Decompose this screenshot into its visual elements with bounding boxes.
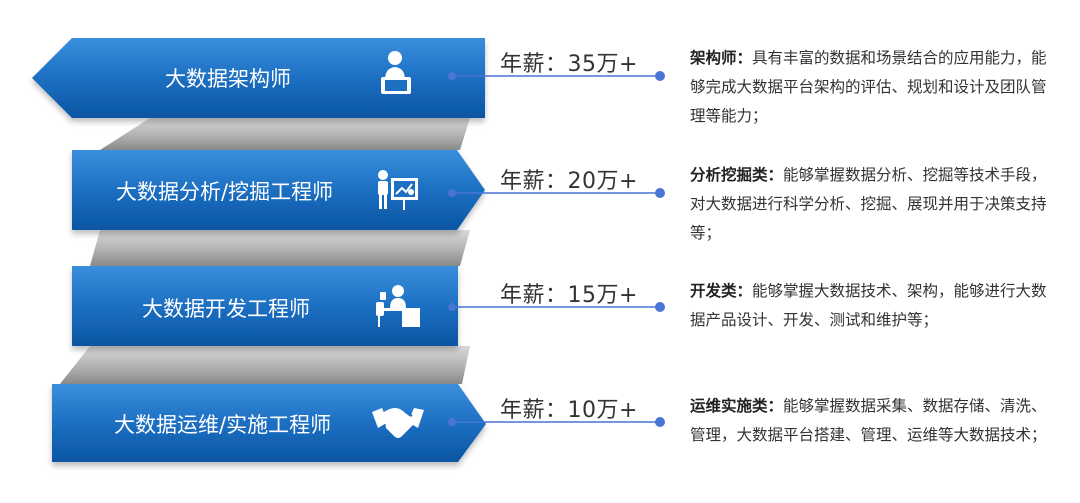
desc-body-ops: 能够掌握数据采集、数据存储、清洗、管理，大数据平台搭建、管理、运维等大数据技术； bbox=[690, 397, 1047, 444]
desc-body-developer: 能够掌握大数据技术、架构，能够进行大数据产品设计、开发、测试和维护等； bbox=[690, 282, 1047, 329]
connector-fold-3 bbox=[60, 346, 470, 384]
desk-worker-icon bbox=[376, 285, 420, 327]
presenter-laptop-icon bbox=[381, 51, 411, 94]
ribbon-ops bbox=[52, 384, 486, 462]
salary-link-4 bbox=[448, 417, 665, 427]
desc-analyst: 分析挖掘类：能够掌握数据分析、挖掘等技术手段，对大数据进行科学分析、挖掘、展现并… bbox=[690, 161, 1055, 248]
salary-link-3 bbox=[448, 302, 665, 312]
desc-head-ops: 运维实施类： bbox=[690, 397, 784, 415]
desc-body-analyst: 能够掌握数据分析、挖掘等技术手段，对大数据进行科学分析、挖掘、展现并用于决策支持… bbox=[690, 166, 1047, 242]
presentation-board-icon bbox=[378, 170, 418, 210]
desc-head-developer: 开发类： bbox=[690, 282, 753, 300]
desc-ops: 运维实施类：能够掌握数据采集、数据存储、清洗、管理，大数据平台搭建、管理、运维等… bbox=[690, 392, 1055, 450]
role-title-analyst: 大数据分析/挖掘工程师 bbox=[116, 180, 334, 204]
salary-analyst: 年薪：20万+ bbox=[500, 169, 638, 194]
handshake-icon bbox=[372, 408, 424, 438]
salary-architect: 年薪：35万+ bbox=[500, 52, 638, 77]
salary-link-2 bbox=[448, 188, 665, 198]
desc-developer: 开发类：能够掌握大数据技术、架构，能够进行大数据产品设计、开发、测试和维护等； bbox=[690, 277, 1055, 335]
connector-fold-2 bbox=[90, 230, 470, 266]
role-title-developer: 大数据开发工程师 bbox=[142, 297, 310, 321]
ribbon-developer bbox=[72, 266, 458, 346]
ribbon-analyst bbox=[72, 150, 485, 230]
connector-fold-1 bbox=[100, 118, 470, 150]
desc-head-analyst: 分析挖掘类： bbox=[690, 166, 784, 184]
ribbon-architect bbox=[32, 38, 485, 118]
desc-architect: 架构师：具有丰富的数据和场景结合的应用能力，能够完成大数据平台架构的评估、规划和… bbox=[690, 44, 1055, 131]
salary-ops: 年薪：10万+ bbox=[500, 398, 638, 423]
desc-body-architect: 具有丰富的数据和场景结合的应用能力，能够完成大数据平台架构的评估、规划和设计及团… bbox=[690, 49, 1047, 125]
salary-developer: 年薪：15万+ bbox=[500, 283, 638, 308]
role-title-ops: 大数据运维/实施工程师 bbox=[114, 413, 332, 437]
role-title-architect: 大数据架构师 bbox=[165, 67, 291, 91]
desc-head-architect: 架构师： bbox=[690, 49, 753, 67]
salary-link-1 bbox=[448, 71, 665, 81]
